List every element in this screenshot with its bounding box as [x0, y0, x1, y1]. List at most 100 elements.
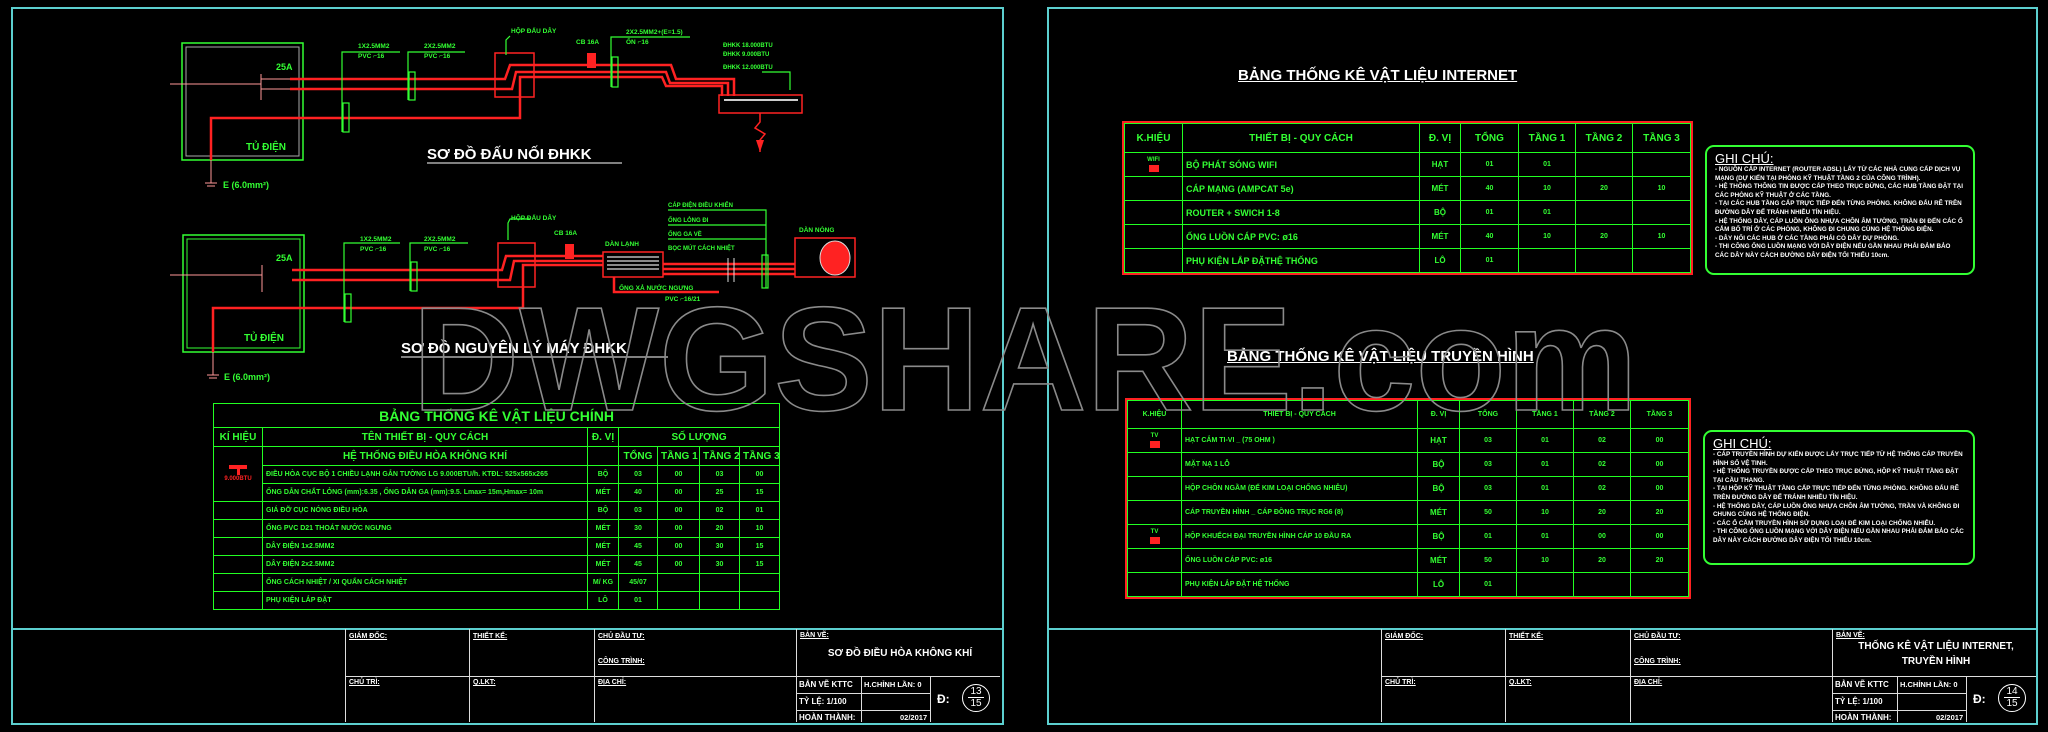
item-name: PHỤ KIỆN LẮP ĐẶTHỆ THỐNG [1182, 248, 1420, 273]
item-f3: 00 [1630, 452, 1689, 477]
notes-heading: GHI CHÚ: [1715, 151, 1774, 166]
tv-symbol-icon: TV [1131, 433, 1178, 448]
header-unit: Đ. VỊ [587, 427, 619, 447]
item-unit: BỘ [587, 465, 619, 484]
title-block-line [1630, 629, 1631, 722]
item-total: 45/07 [618, 573, 658, 592]
title-block-line [469, 629, 470, 722]
header-symbol: K.HIỆU [1127, 400, 1182, 429]
title-block-line [1505, 629, 1506, 722]
item-name: ỐNG DẪN CHẤT LỎNG (mm):6.35 , ỐNG DẪN GA… [262, 483, 588, 502]
conduit1-label: PVC ⌐16 [360, 246, 387, 253]
item-f1: 00 [657, 483, 700, 502]
item-total: 01 [1460, 152, 1519, 177]
unit-label: ĐHKK 9.000BTU [723, 52, 769, 58]
item-total: 01 [1459, 572, 1517, 597]
item-unit: MÉT [587, 555, 619, 574]
unit-label: ĐHKK 12.000BTU [723, 65, 773, 71]
item-f1: 10 [1518, 176, 1576, 201]
title-block-line [1381, 676, 1832, 677]
internet-table-title: BẢNG THỐNG KÊ VẬT LIỆU INTERNET [1238, 67, 1518, 84]
tv-table-title: BẢNG THỐNG KÊ VẬT LIỆU TRUYỀN HÌNH [1227, 348, 1534, 365]
item-name: GIÁ ĐỠ CỤC NÓNG ĐIỀU HÒA [262, 501, 588, 520]
completion-label: HOÀN THÀNH: [1835, 713, 1892, 722]
item-name: HẠT CẮM TI-VI _ (75 OHM ) [1181, 428, 1418, 453]
item-f1: 00 [657, 519, 700, 538]
sheet-frame-right [1047, 7, 2038, 725]
item-unit: LÔ [587, 591, 619, 610]
item-name: PHỤ KIỆN LẮP ĐẶT [262, 591, 588, 610]
outdoor-unit-label: DÀN NÓNG [799, 225, 834, 234]
item-f1: 01 [1516, 452, 1574, 477]
item-f2: 00 [1573, 524, 1631, 549]
drain-pipe-label: PVC ⌐16/21 [665, 296, 701, 303]
indoor-unit [602, 251, 664, 278]
note-item: - HỆ THỐNG THÔNG TIN ĐƯỢC CẤP THEO TRỤC … [1715, 183, 1963, 199]
symbol-cell [1127, 572, 1182, 597]
title-block-line [930, 676, 931, 722]
item-f3: 01 [738, 501, 781, 520]
item-f1: 00 [657, 555, 700, 574]
sheet-total: 15 [2006, 698, 2018, 709]
pipe-label: BỌC MÚT CÁCH NHIỆT [668, 244, 735, 252]
item-name: ỐNG PVC D21 THOÁT NƯỚC NGƯNG [262, 519, 588, 538]
diagram-title: SƠ ĐỒ ĐẤU NỐI ĐHKK [427, 145, 592, 163]
header-quantity: SỐ LƯỢNG [617, 427, 781, 447]
symbol-cell [1127, 452, 1182, 477]
cable3-label: 2X2.5MM2+(E=1.5) [626, 29, 683, 36]
header-f2: TẦNG 2 [1573, 400, 1631, 429]
item-f1 [657, 591, 700, 610]
item-unit: LÔ [1417, 572, 1460, 597]
item-f1: 00 [657, 465, 700, 484]
conduit2-label: PVC ⌐16 [424, 53, 451, 60]
item-unit: HẠT [1419, 152, 1461, 177]
item-unit: MÉT [587, 483, 619, 502]
item-total: 01 [1460, 200, 1519, 225]
header-total: TỔNG [1460, 123, 1519, 153]
item-f1: 10 [1518, 224, 1576, 249]
header-f3: TẦNG 3 [1632, 123, 1691, 153]
note-item: - CÁP TRUYỀN HÌNH DỰ KIẾN ĐƯỢC LẤY TRỰC … [1713, 451, 1963, 467]
table-row: ỐNG DẪN CHẤT LỎNG (mm):6.35 , ỐNG DẪN GA… [214, 483, 781, 502]
item-f3: 20 [1630, 500, 1689, 525]
item-f2: 20 [1573, 548, 1631, 573]
panel-box [181, 42, 304, 161]
item-f1: 10 [1516, 548, 1574, 573]
breaker-label: 25A [276, 253, 293, 263]
table-row: ĐIỀU HÒA CỤC BỘ 1 CHIỀU LẠNH GẮN TƯỜNG L… [214, 465, 781, 484]
item-unit: LÔ [1419, 248, 1461, 273]
title-block-line [796, 710, 930, 711]
indoor-unit-label: DÀN LẠNH [605, 239, 639, 248]
note-item: - TẠI CÁC HUB TẦNG CẤP TRỰC TIẾP ĐẾN TỪN… [1715, 200, 1962, 216]
symbol-cell [213, 591, 263, 610]
sheet-total: 15 [970, 698, 982, 709]
item-total: 50 [1459, 548, 1517, 573]
item-f2 [1575, 200, 1633, 225]
item-unit: MÉT [1419, 224, 1461, 249]
investor-label: CHỦ ĐẦU TƯ: [598, 633, 645, 640]
item-f3 [1630, 572, 1689, 597]
cable1-label: 1X2.5MM2 [358, 43, 390, 50]
note-item: - HỆ THỐNG DÂY, CÁP LUỒN ỐNG NHỰA CHÔN Â… [1715, 217, 1963, 234]
manager-label: Q.LKT: [1509, 679, 1532, 686]
note-item: - THI CÔNG ỐNG LUỒN MẠNG VỚI DÂY ĐIỆN NẾ… [1715, 243, 1951, 259]
drawing-label: BẢN VẼ: [1836, 632, 1865, 639]
item-f2: 02 [1573, 452, 1631, 477]
item-unit: MÉT [1417, 500, 1460, 525]
item-f2: 30 [699, 555, 740, 574]
item-f3: 15 [738, 483, 781, 502]
item-f2: 02 [1573, 476, 1631, 501]
item-unit: MÉT [587, 537, 619, 556]
item-f1: 01 [1516, 476, 1574, 501]
header-f2: TẦNG 2 [1575, 123, 1633, 153]
item-total: 45 [618, 537, 658, 556]
